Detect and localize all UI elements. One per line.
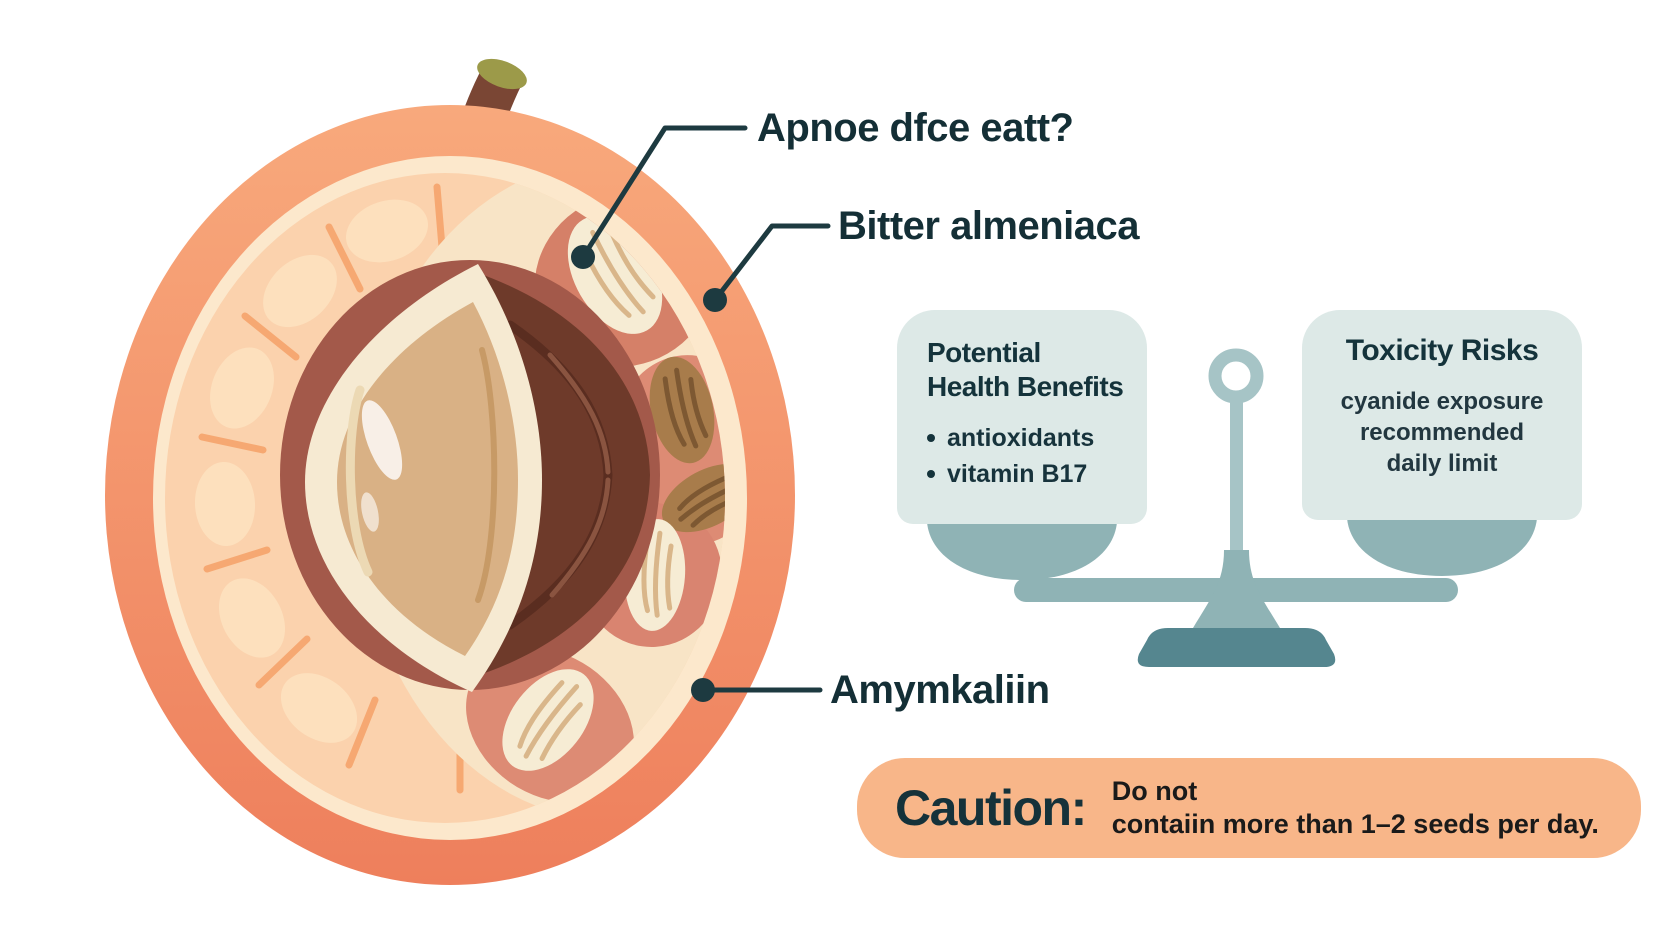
- caution-banner: Caution: Do not contaiin more than 1–2 s…: [857, 758, 1641, 858]
- bullet-text: antioxidants: [947, 423, 1095, 452]
- risks-title: Toxicity Risks: [1345, 334, 1539, 367]
- risks-body: cyanide exposure recommended daily limit: [1340, 388, 1544, 477]
- risks-panel: Toxicity Risks cyanide exposure recommen…: [1302, 310, 1582, 520]
- caution-heading: Caution:: [895, 780, 1087, 836]
- callout-label-3: Amymkaliin: [830, 668, 1050, 712]
- apricot-illustration: [105, 58, 795, 885]
- caution-body: Do not contaiin more than 1–2 seeds per …: [1111, 776, 1599, 839]
- list-item: antioxidants: [927, 420, 1129, 456]
- benefits-title: Potential Health Benefits: [927, 337, 1124, 402]
- benefits-panel: Potential Health Benefits antioxidants v…: [897, 310, 1147, 524]
- scale-base: [1137, 628, 1336, 667]
- stem-cut-tip: [477, 58, 527, 90]
- list-item: vitamin B17: [927, 456, 1129, 492]
- seed-brown-lower: [661, 463, 725, 533]
- callout-label-1: Apnoe dfce eatt?: [757, 106, 1074, 150]
- callout-label-2: Bitter almeniaca: [838, 204, 1140, 248]
- flesh-texture: [194, 183, 464, 794]
- scale-pan-left: [927, 522, 1117, 580]
- seed-brown-upper: [649, 356, 715, 464]
- scale-pole: [1230, 398, 1243, 583]
- scale-ring: [1208, 348, 1264, 404]
- bullet-dot: [927, 434, 935, 442]
- apricot-kernel: [305, 264, 542, 692]
- scale-pan-right: [1347, 518, 1537, 576]
- seed-cream-bottom: [502, 669, 594, 771]
- benefits-bullet-list: antioxidants vitamin B17: [927, 420, 1129, 492]
- bullet-dot: [927, 470, 935, 478]
- bullet-text: vitamin B17: [947, 459, 1088, 488]
- kernel-gloss: [361, 400, 403, 480]
- scale-pivot: [1193, 550, 1280, 628]
